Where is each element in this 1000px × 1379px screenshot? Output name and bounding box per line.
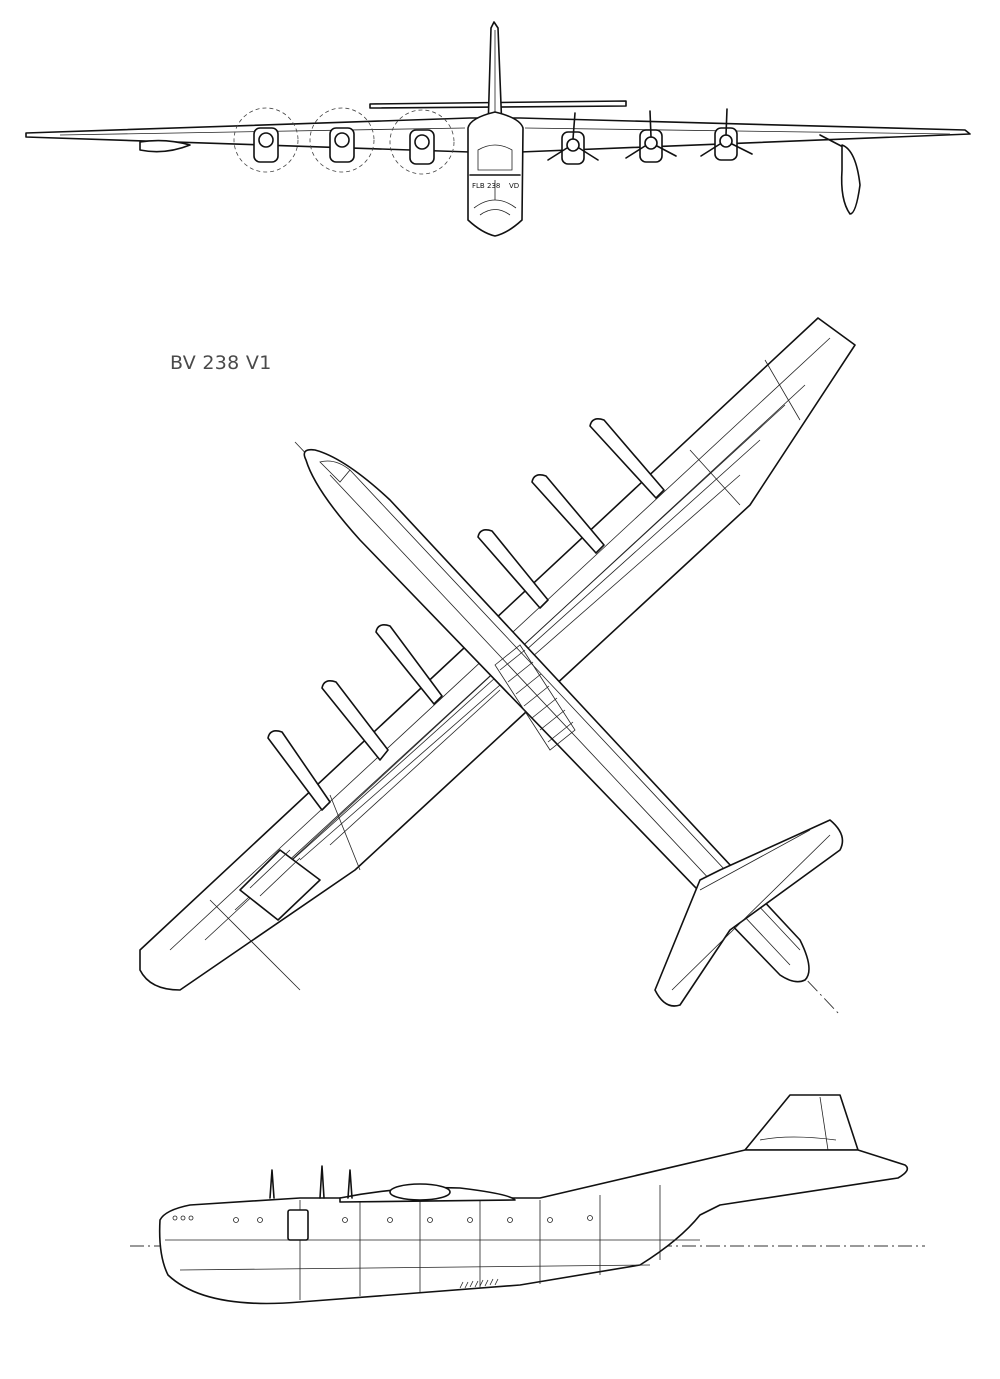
front-hull-marking-left: FLB 238 — [472, 182, 500, 190]
side-fin — [744, 1094, 859, 1151]
front-hull — [467, 111, 524, 237]
front-hull-marking-right: VD — [509, 182, 519, 190]
side-door — [287, 1209, 309, 1241]
aircraft-designation-caption: BV 238 V1 — [170, 352, 272, 374]
front-view-drawing: FLB 238 VD — [0, 0, 1000, 260]
front-float-left — [139, 139, 191, 153]
side-portholes — [172, 1215, 593, 1223]
side-step-hatching — [459, 1278, 499, 1289]
front-engines-left — [233, 107, 455, 175]
side-hull — [158, 1149, 909, 1305]
side-view-drawing — [0, 1070, 1000, 1370]
plan-tailplane — [654, 819, 844, 1007]
side-engine-masts — [269, 1165, 353, 1199]
front-tailplane — [369, 100, 627, 109]
front-float-right — [840, 144, 861, 215]
front-engines-right — [547, 108, 753, 165]
plan-engine-nacelles — [267, 418, 665, 811]
plan-view-drawing — [0, 290, 1000, 1040]
